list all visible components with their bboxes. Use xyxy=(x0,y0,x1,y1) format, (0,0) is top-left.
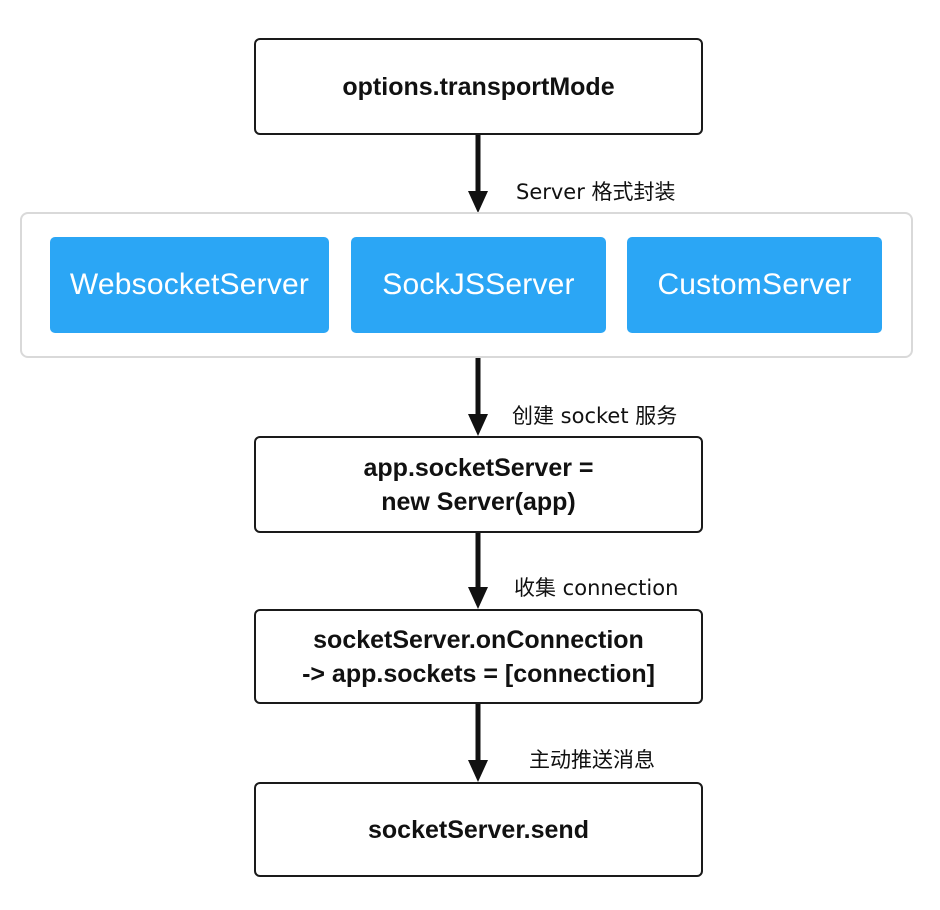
edge-label-collect: 收集 connection xyxy=(514,576,679,600)
node-on-connection: socketServer.onConnection -> app.sockets… xyxy=(254,609,703,704)
edge-label-create: 创建 socket 服务 xyxy=(512,404,678,428)
websocket-server-node: WebsocketServer xyxy=(50,237,329,333)
node-socket-server: app.socketServer = new Server(app) xyxy=(254,436,703,533)
node-send: socketServer.send xyxy=(254,782,703,877)
sockjs-server-node: SockJSServer xyxy=(351,237,606,333)
arrowhead-3 xyxy=(468,587,488,609)
node-send-label: socketServer.send xyxy=(368,815,589,844)
node-on-connection-line1: socketServer.onConnection xyxy=(313,625,644,654)
arrowhead-4 xyxy=(468,760,488,782)
arrowhead-1 xyxy=(468,191,488,213)
node-on-connection-line2: -> app.sockets = [connection] xyxy=(302,659,655,688)
custom-server-node: CustomServer xyxy=(627,237,882,333)
node-transport-mode: options.transportMode xyxy=(254,38,703,135)
node-socket-server-line1: app.socketServer = xyxy=(363,453,594,482)
arrowhead-2 xyxy=(468,414,488,436)
node-socket-server-line2: new Server(app) xyxy=(381,487,576,516)
node-transport-mode-label: options.transportMode xyxy=(342,72,615,101)
edge-label-push: 主动推送消息 xyxy=(529,748,655,772)
edge-label-format: Server 格式封装 xyxy=(516,180,676,204)
